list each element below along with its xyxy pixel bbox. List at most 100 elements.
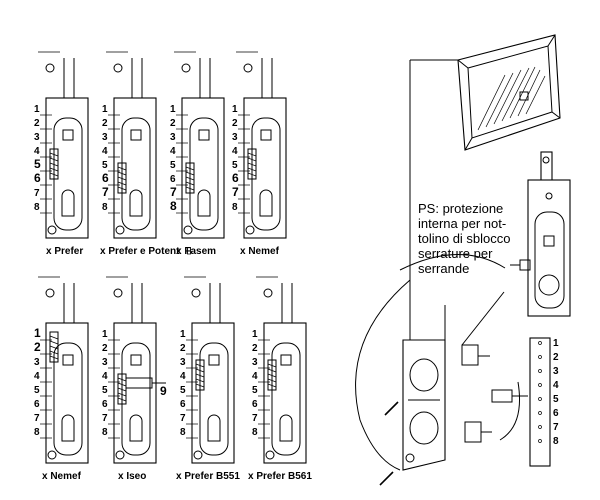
position-number: 1	[180, 329, 186, 340]
lock-unit: 1 2 3 456 7 8 x Prefer	[34, 51, 89, 257]
position-number: 3	[34, 357, 40, 368]
strip-number: 3	[553, 366, 559, 377]
position-number: 5	[34, 157, 41, 171]
strip-number: 1	[553, 338, 559, 349]
position-number: 8	[34, 202, 40, 213]
position-number: 5	[102, 160, 108, 171]
position-number: 7	[34, 188, 40, 199]
position-number: 2	[180, 343, 186, 354]
position-number: 6	[232, 171, 239, 185]
position-number: 3	[102, 132, 108, 143]
position-number: 6	[102, 399, 108, 410]
iseo-callout-number: 9	[160, 384, 167, 398]
position-number: 6	[252, 399, 258, 410]
position-number: 4	[102, 146, 108, 157]
position-number: 1	[232, 104, 238, 115]
position-number: 8	[102, 427, 108, 438]
strip-number-list: 1 2 3 4 5 6 7 8	[538, 338, 559, 447]
lock-caption: x Prefer	[46, 246, 83, 257]
position-number: 7	[34, 413, 40, 424]
position-number: 1	[252, 329, 258, 340]
side-lock-unit	[510, 151, 571, 317]
position-number: 3	[252, 357, 258, 368]
lock-caption: x Fasem	[176, 246, 216, 257]
note-line-1: PS: protezione	[418, 201, 503, 216]
exploded-mount-view	[355, 254, 551, 486]
position-number: 4	[34, 146, 40, 157]
strip-number: 6	[553, 408, 559, 419]
position-number: 8	[252, 427, 258, 438]
position-number: 4	[170, 146, 176, 157]
strip-number: 4	[553, 380, 559, 391]
position-number: 4	[180, 371, 186, 382]
position-number: 1	[102, 329, 108, 340]
position-number: 7	[252, 413, 258, 424]
position-number: 3	[180, 357, 186, 368]
position-number: 5	[180, 385, 186, 396]
position-number: 5	[170, 160, 176, 171]
position-number: 5	[102, 385, 108, 396]
lock-caption: x Nemef	[240, 246, 280, 257]
position-number: 8	[34, 427, 40, 438]
position-number: 6	[102, 171, 109, 185]
position-number: 6	[34, 399, 40, 410]
position-number: 7	[102, 185, 109, 199]
note-line-4: serrature per	[418, 246, 493, 261]
position-number: 6	[170, 174, 176, 185]
position-number: 1	[102, 104, 108, 115]
position-number: 3	[170, 132, 176, 143]
strip-number: 8	[553, 436, 559, 447]
position-number: 4	[102, 371, 108, 382]
position-number: 1	[34, 326, 41, 340]
position-number: 5	[232, 160, 238, 171]
note-line-2: interna per not-	[418, 216, 506, 231]
fasem-glyph: ⌷	[186, 246, 192, 257]
lock-unit: 12 3 4 5 6 7 8 x Nemef	[34, 276, 89, 482]
position-number: 7	[102, 413, 108, 424]
position-number: 2	[232, 118, 238, 129]
strip-number: 5	[553, 394, 559, 405]
lock-unit: 1 2 3 4 567 8 x Nemef	[232, 51, 287, 257]
strip-number: 7	[553, 422, 559, 433]
lock-unit: 1 2 3 4 5 6 7 8 x Iseo	[102, 276, 166, 482]
position-number: 8	[180, 427, 186, 438]
position-number: 4	[232, 146, 238, 157]
note-line-3: tolino di sblocco	[418, 231, 511, 246]
position-number: 6	[180, 399, 186, 410]
position-number: 6	[34, 171, 41, 185]
position-number: 2	[102, 118, 108, 129]
position-number: 8	[170, 199, 177, 213]
position-number: 4	[252, 371, 258, 382]
position-number: 2	[34, 340, 41, 354]
protection-note: PS: protezione interna per not- tolino d…	[418, 201, 511, 276]
position-number: 3	[102, 357, 108, 368]
position-number: 2	[102, 343, 108, 354]
lock-unit: 1 2 3 4 5 678 x Fasem	[170, 51, 225, 257]
lock-caption: x Prefer e Potent	[100, 246, 180, 257]
position-number: 1	[34, 104, 40, 115]
garage-door-illustration	[409, 34, 561, 340]
position-number: 2	[170, 118, 176, 129]
position-number: 2	[34, 118, 40, 129]
position-number: 5	[34, 385, 40, 396]
position-number: 1	[170, 104, 176, 115]
position-number: 4	[34, 371, 40, 382]
position-number: 8	[232, 202, 238, 213]
position-number: 3	[232, 132, 238, 143]
lock-caption: x Nemef	[42, 471, 82, 482]
note-line-5: serrande	[418, 261, 469, 276]
position-number: 2	[252, 343, 258, 354]
position-number: 7	[170, 185, 177, 199]
lock-caption: x Prefer B561	[248, 471, 312, 482]
position-number: 3	[34, 132, 40, 143]
position-number: 7	[180, 413, 186, 424]
lock-caption: x Iseo	[118, 471, 146, 482]
strip-number: 2	[553, 352, 559, 363]
position-number: 7	[232, 185, 239, 199]
